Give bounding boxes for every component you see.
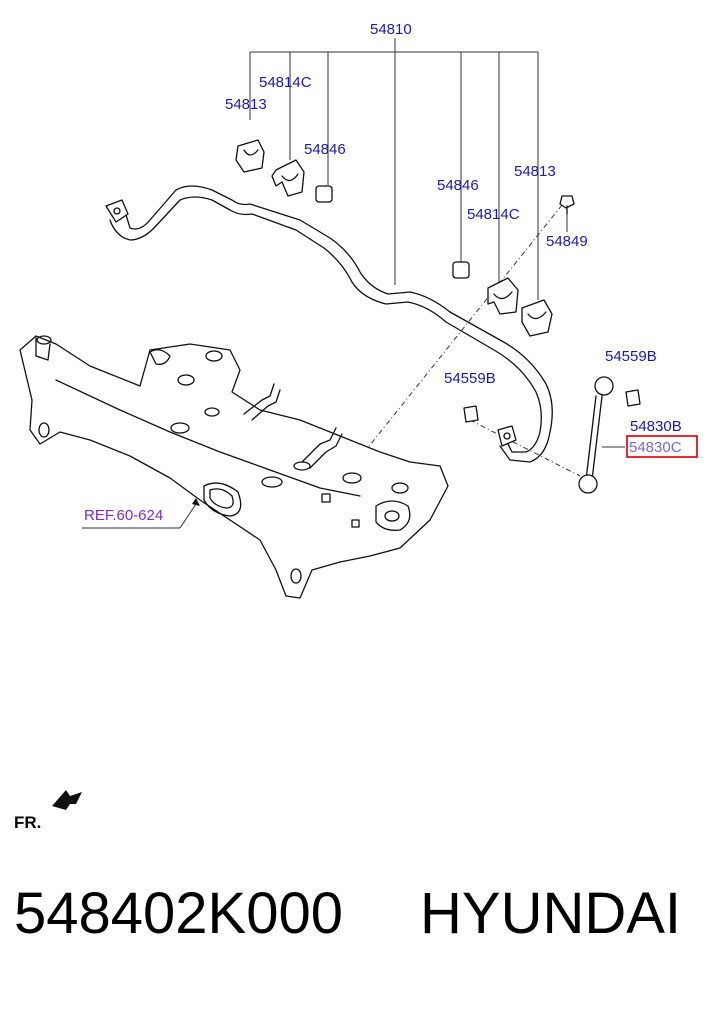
callout-54846-right[interactable]: 54846 xyxy=(437,177,479,194)
callout-54814c-right[interactable]: 54814C xyxy=(467,206,520,223)
highlight-box xyxy=(626,435,698,458)
callout-54559b-left[interactable]: 54559B xyxy=(444,370,496,387)
brand-name: HYUNDAI xyxy=(420,881,682,946)
stabilizer-bar xyxy=(105,185,553,463)
subframe xyxy=(19,335,449,599)
callout-54846-left[interactable]: 54846 xyxy=(304,141,346,158)
reference-label[interactable]: REF.60-624 xyxy=(84,507,163,524)
parts-diagram: 54810 54814C 54813 54846 54846 54813 548… xyxy=(14,21,698,832)
footer: 548402K000 HYUNDAI xyxy=(0,880,711,990)
direction-label: FR. xyxy=(14,813,41,832)
leader-lines xyxy=(249,38,625,448)
front-arrow-icon xyxy=(52,790,82,810)
alignment-lines xyxy=(329,204,581,496)
bolt xyxy=(559,195,575,215)
bracket-right xyxy=(487,277,519,315)
stabilizer-link xyxy=(463,376,641,494)
bushing-right xyxy=(521,299,553,337)
callout-54559b-right[interactable]: 54559B xyxy=(605,348,657,365)
bracket-left xyxy=(271,159,305,197)
part-number: 548402K000 xyxy=(14,881,343,946)
callout-54814c-left[interactable]: 54814C xyxy=(259,74,312,91)
callout-54810[interactable]: 54810 xyxy=(370,21,412,38)
bushing-small-right xyxy=(452,261,470,279)
bushing-left xyxy=(235,139,265,173)
callout-54813-left[interactable]: 54813 xyxy=(225,96,267,113)
bushing-small-left xyxy=(315,185,333,203)
callout-54813-right[interactable]: 54813 xyxy=(514,163,556,180)
callout-54830c[interactable]: 54830C xyxy=(629,439,682,456)
callout-54830b[interactable]: 54830B xyxy=(630,418,682,435)
callout-54849[interactable]: 54849 xyxy=(546,233,588,250)
reference-pointer xyxy=(82,498,200,529)
